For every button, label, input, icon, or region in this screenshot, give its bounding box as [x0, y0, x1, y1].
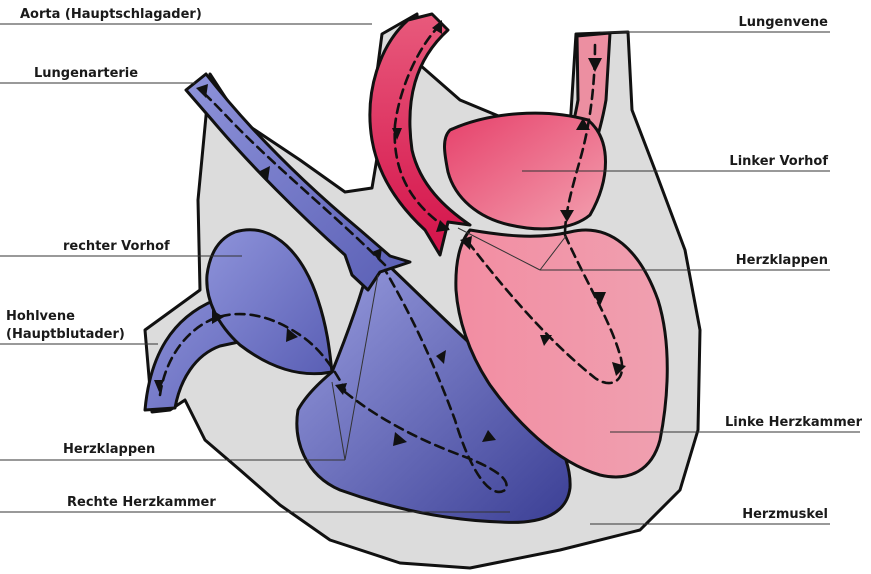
- label-herzmuskel: Herzmuskel: [742, 507, 828, 522]
- label-lungenvene: Lungenvene: [738, 15, 828, 30]
- label-hauptblutader: (Hauptblutader): [6, 327, 125, 342]
- label-rechter-vorhof: rechter Vorhof: [63, 239, 170, 254]
- label-linker-vorhof: Linker Vorhof: [729, 154, 828, 169]
- label-herzklappen-right: Herzklappen: [736, 253, 828, 268]
- label-aorta: Aorta (Hauptschlagader): [20, 7, 202, 22]
- label-linke-herzkammer: Linke Herzkammer: [725, 415, 863, 430]
- label-rechte-herzkammer: Rechte Herzkammer: [67, 495, 216, 510]
- label-herzklappen-left: Herzklappen: [63, 442, 155, 457]
- label-lungenarterie: Lungenarterie: [34, 66, 138, 81]
- label-hohlvene: Hohlvene: [6, 309, 75, 324]
